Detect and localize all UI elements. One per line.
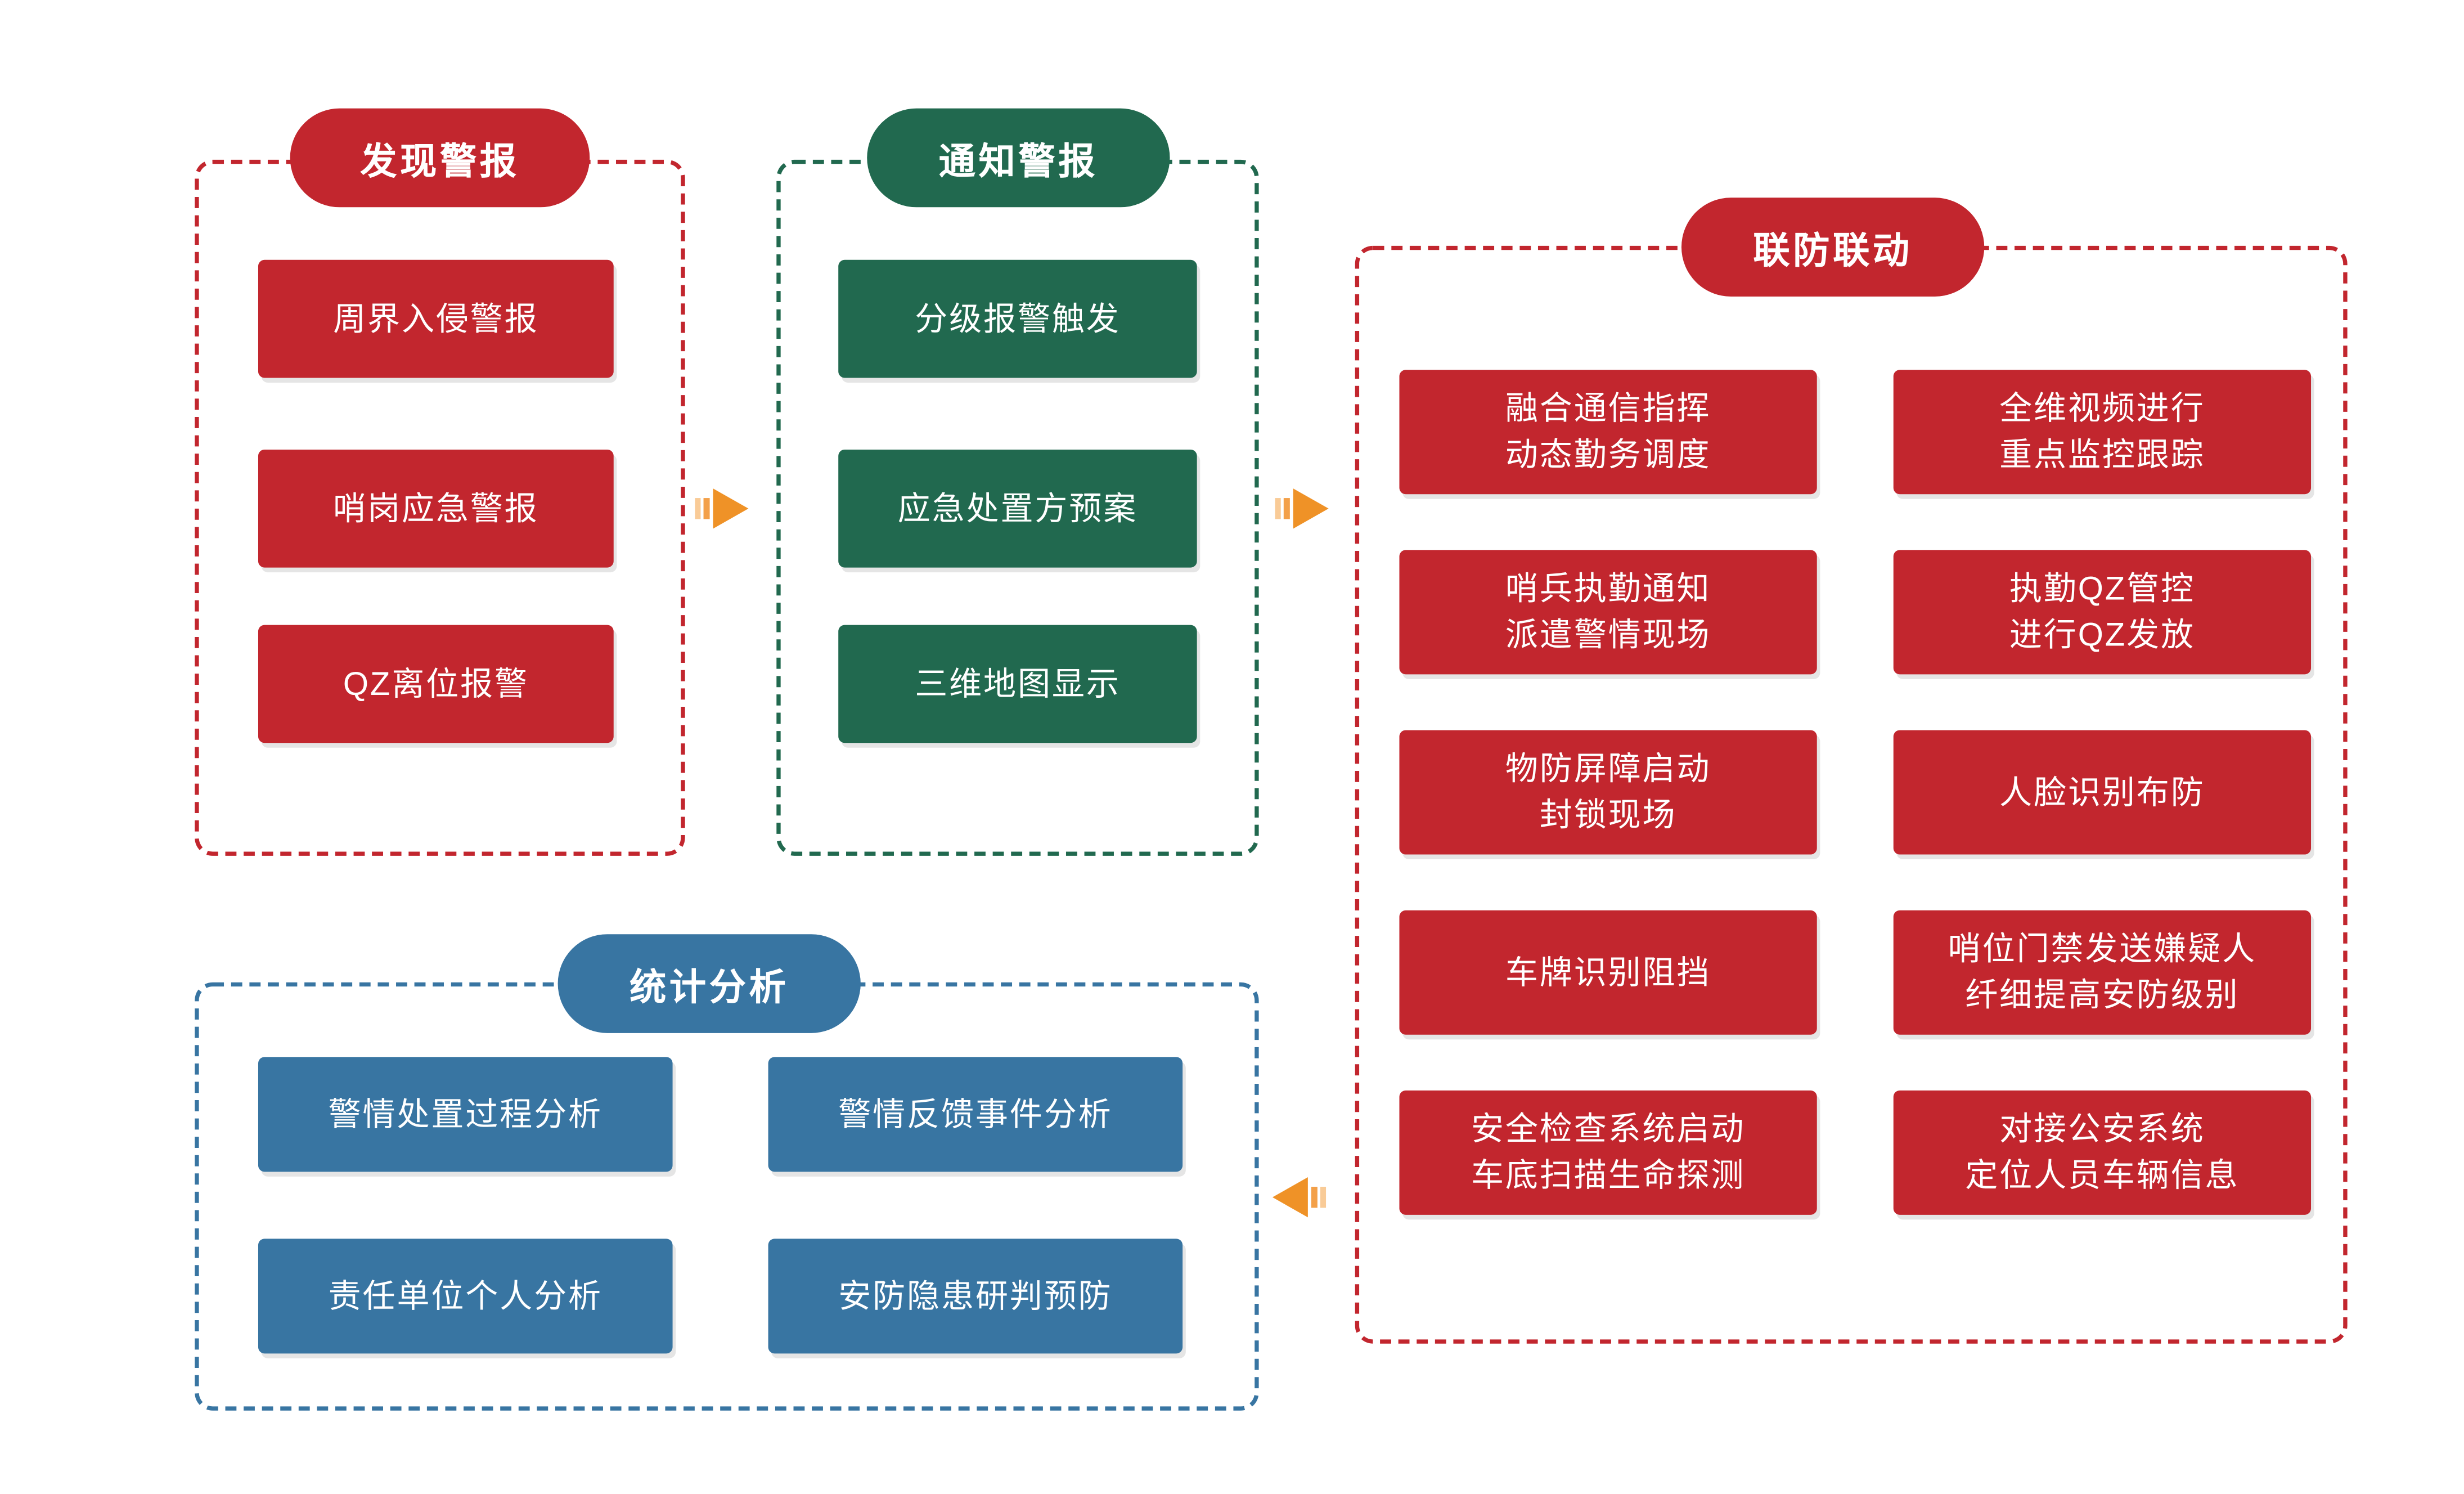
discover-alarm-group-title: 发现警报 xyxy=(290,108,590,208)
node-emergency-response-plan: 应急处置方预案 xyxy=(838,449,1197,568)
node-security-risk-prediction: 安防隐患研判预防 xyxy=(768,1239,1183,1354)
node-perimeter-intrusion-alarm: 周界入侵警报 xyxy=(258,259,614,378)
node-duty-qz-control: 执勤QZ管控 进行QZ发放 xyxy=(1893,550,2312,675)
joint-defense-group-title: 联防联动 xyxy=(1681,198,1985,297)
node-incident-feedback-analysis: 警情反馈事件分析 xyxy=(768,1057,1183,1172)
node-panoramic-video-tracking: 全维视频进行 重点监控跟踪 xyxy=(1893,370,2312,495)
node-face-recognition-deploy: 人脸识别布防 xyxy=(1893,730,2312,855)
node-plate-recognition-block: 车牌识别阻挡 xyxy=(1399,910,1817,1035)
notify-alarm-group-title: 通知警报 xyxy=(867,108,1170,208)
node-sentry-emergency-alarm: 哨岗应急警报 xyxy=(258,449,614,568)
node-sentry-access-suspect-alert: 哨位门禁发送嫌疑人 纤细提高安防级别 xyxy=(1893,910,2312,1035)
statistics-group-title: 统计分析 xyxy=(557,934,861,1033)
node-police-system-link: 对接公安系统 定位人员车辆信息 xyxy=(1893,1090,2312,1215)
node-3d-map-display: 三维地图显示 xyxy=(838,625,1197,743)
node-responsible-unit-analysis: 责任单位个人分析 xyxy=(258,1239,673,1354)
node-physical-barrier-lockdown: 物防屏障启动 封锁现场 xyxy=(1399,730,1817,855)
node-incident-handling-analysis: 警情处置过程分析 xyxy=(258,1057,673,1172)
node-sentry-duty-notice: 哨兵执勤通知 派遣警情现场 xyxy=(1399,550,1817,675)
node-converged-comms-dispatch: 融合通信指挥 动态勤务调度 xyxy=(1399,370,1817,495)
arrow-joint-to-stats-icon xyxy=(1272,1177,1327,1218)
node-qz-offsite-alarm: QZ离位报警 xyxy=(258,625,614,743)
arrow-notify-to-joint-icon xyxy=(1275,488,1329,529)
node-graded-alarm-trigger: 分级报警触发 xyxy=(838,259,1197,378)
node-security-check-scan: 安全检查系统启动 车底扫描生命探测 xyxy=(1399,1090,1817,1215)
arrow-discover-to-notify-icon xyxy=(695,488,749,529)
